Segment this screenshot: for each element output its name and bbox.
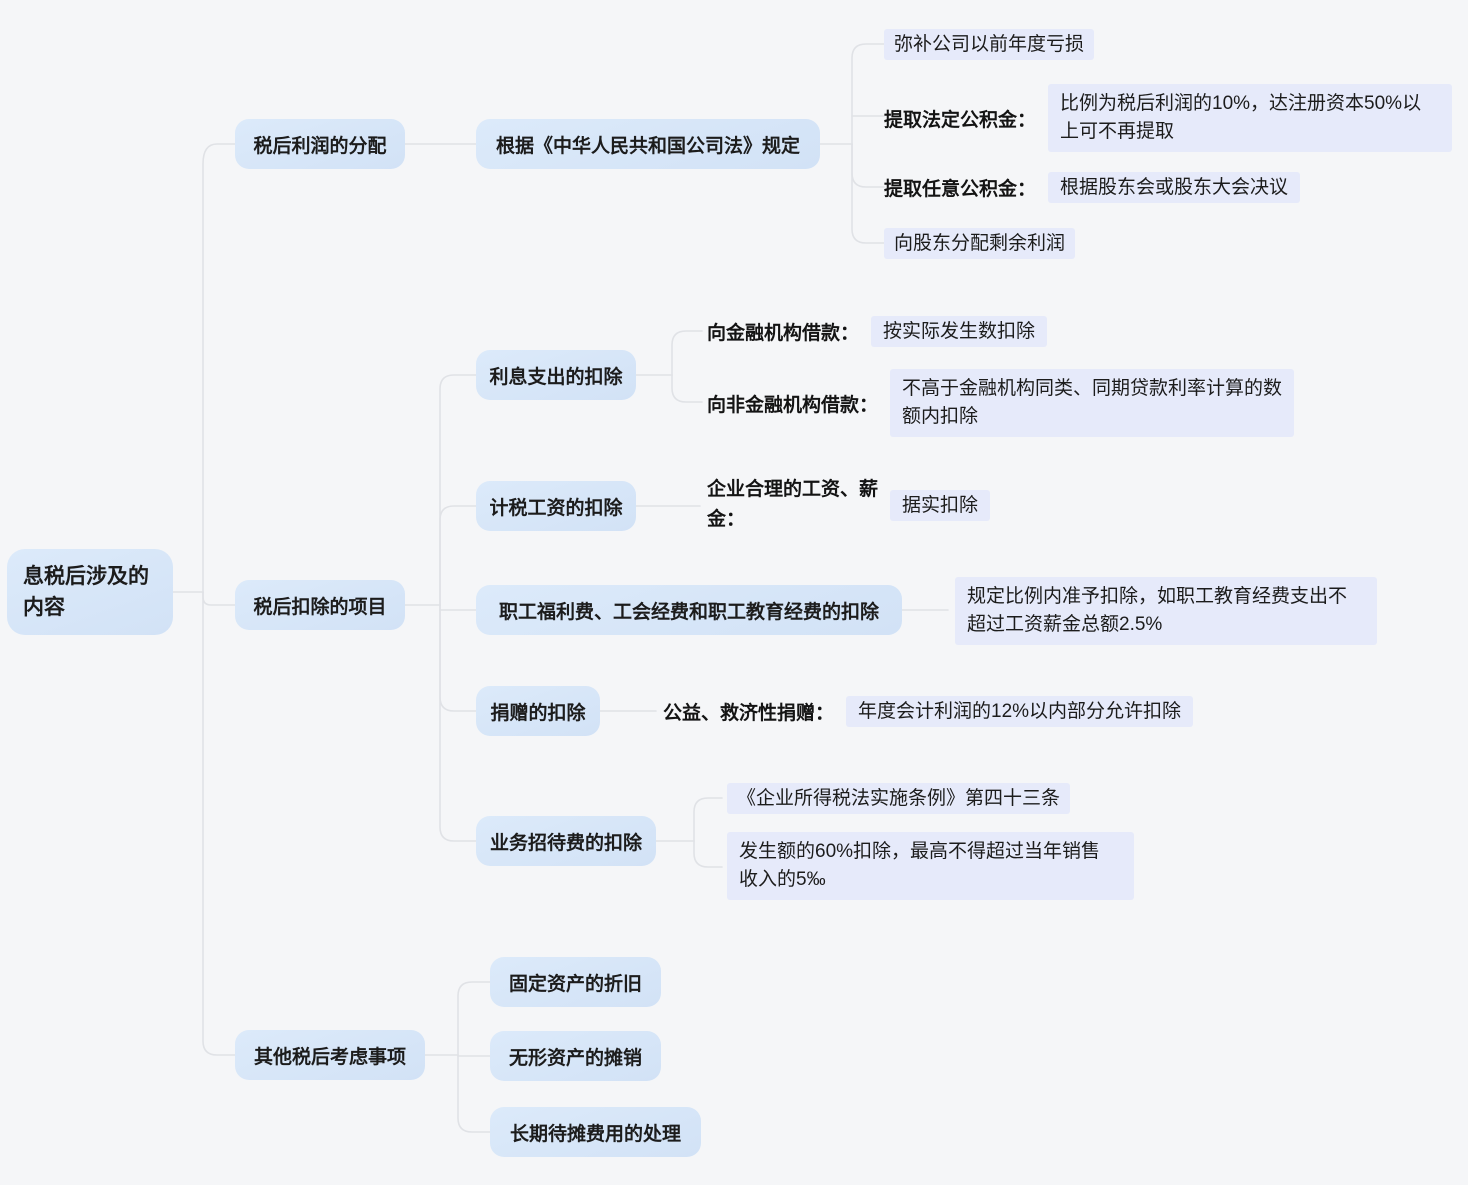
leaf-entertainment-regulation[interactable]: 《企业所得税法实施条例》第四十三条 <box>727 783 1071 814</box>
node-entertainment-deduction[interactable]: 业务招待费的扣除 <box>476 816 656 866</box>
leaf-distribute-remaining[interactable]: 向股东分配剩余利润 <box>884 228 1076 259</box>
non-financial-loan-key: 向非金融机构借款： <box>707 394 879 416</box>
node-intangible-assets-amortization[interactable]: 无形资产的摊销 <box>490 1031 661 1081</box>
node-post-tax-deductions[interactable]: 税后扣除的项目 <box>235 580 405 630</box>
statutory-reserve-value: 比例为税后利润的10%，达注册资本50%以 上可不再提取 <box>1048 84 1453 152</box>
pair-discretionary-reserve[interactable]: 提取任意公积金： 根据股东会或股东大会决议 <box>884 172 1301 203</box>
leaf-entertainment-rule[interactable]: 发生额的60%扣除，最高不得超过当年销售 收入的5‰ <box>727 832 1134 900</box>
public-welfare-donation-value: 年度会计利润的12%以内部分允许扣除 <box>846 696 1194 727</box>
reasonable-wages-key: 企业合理的工资、薪 金： <box>707 479 879 530</box>
pair-reasonable-wages[interactable]: 企业合理的工资、薪 金： 据实扣除 <box>707 475 991 535</box>
discretionary-reserve-value: 根据股东会或股东大会决议 <box>1048 172 1301 203</box>
pair-statutory-reserve[interactable]: 提取法定公积金： 比例为税后利润的10%，达注册资本50%以 上可不再提取 <box>884 84 1453 152</box>
non-financial-loan-value: 不高于金融机构同类、同期贷款利率计算的数 额内扣除 <box>890 369 1295 437</box>
leaf-cover-prior-losses[interactable]: 弥补公司以前年度亏损 <box>884 29 1095 60</box>
node-donation-deduction[interactable]: 捐赠的扣除 <box>476 686 600 736</box>
statutory-reserve-key: 提取法定公积金： <box>884 109 1037 131</box>
public-welfare-donation-key: 公益、救济性捐赠： <box>663 703 835 724</box>
leaf-welfare-rule[interactable]: 规定比例内准予扣除，如职工教育经费支出不 超过工资薪金总额2.5% <box>955 577 1377 645</box>
reasonable-wages-value: 据实扣除 <box>890 489 991 521</box>
discretionary-reserve-key: 提取任意公积金： <box>884 179 1037 200</box>
node-long-term-expenses[interactable]: 长期待摊费用的处理 <box>490 1107 701 1157</box>
financial-loan-key: 向金融机构借款： <box>707 323 860 344</box>
node-other-considerations[interactable]: 其他税后考虑事项 <box>235 1030 425 1080</box>
node-company-law[interactable]: 根据《中华人民共和国公司法》规定 <box>476 119 820 169</box>
node-root[interactable]: 息税后涉及的 内容 <box>7 549 173 635</box>
node-fixed-assets-depreciation[interactable]: 固定资产的折旧 <box>490 957 661 1007</box>
node-interest-deduction[interactable]: 利息支出的扣除 <box>476 350 636 400</box>
pair-non-financial-loan[interactable]: 向非金融机构借款： 不高于金融机构同类、同期贷款利率计算的数 额内扣除 <box>707 369 1295 437</box>
financial-loan-value: 按实际发生数扣除 <box>871 316 1048 347</box>
node-welfare-deduction[interactable]: 职工福利费、工会经费和职工教育经费的扣除 <box>476 585 902 635</box>
node-profit-distribution[interactable]: 税后利润的分配 <box>235 119 405 169</box>
node-taxable-wages[interactable]: 计税工资的扣除 <box>476 481 636 531</box>
pair-financial-loan[interactable]: 向金融机构借款： 按实际发生数扣除 <box>707 316 1048 347</box>
pair-public-welfare-donation[interactable]: 公益、救济性捐赠： 年度会计利润的12%以内部分允许扣除 <box>663 696 1194 727</box>
